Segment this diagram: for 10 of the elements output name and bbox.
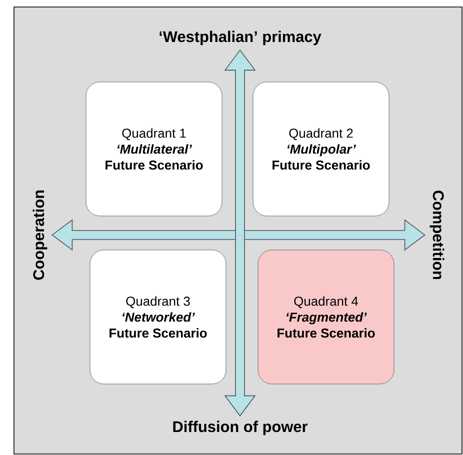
quadrant-box: Quadrant 4 ‘Fragmented’ Future Scenario — [258, 250, 394, 384]
axis-label: Diffusion of power — [173, 420, 308, 436]
quadrant-box: Quadrant 1 ‘Multilateral’ Future Scenario — [86, 82, 222, 216]
quadrant-box: Quadrant 3 ‘Networked’ Future Scenario — [90, 250, 226, 384]
double-arrow — [52, 219, 426, 251]
axis-label: ‘Westphalian’ primacy — [160, 30, 322, 46]
quadrant-box: Quadrant 2 ‘Multipolar’ Future Scenario — [252, 82, 390, 216]
double-arrow — [224, 50, 256, 416]
axis-label: Competition — [430, 190, 444, 280]
axis-label: Cooperation — [32, 190, 48, 280]
